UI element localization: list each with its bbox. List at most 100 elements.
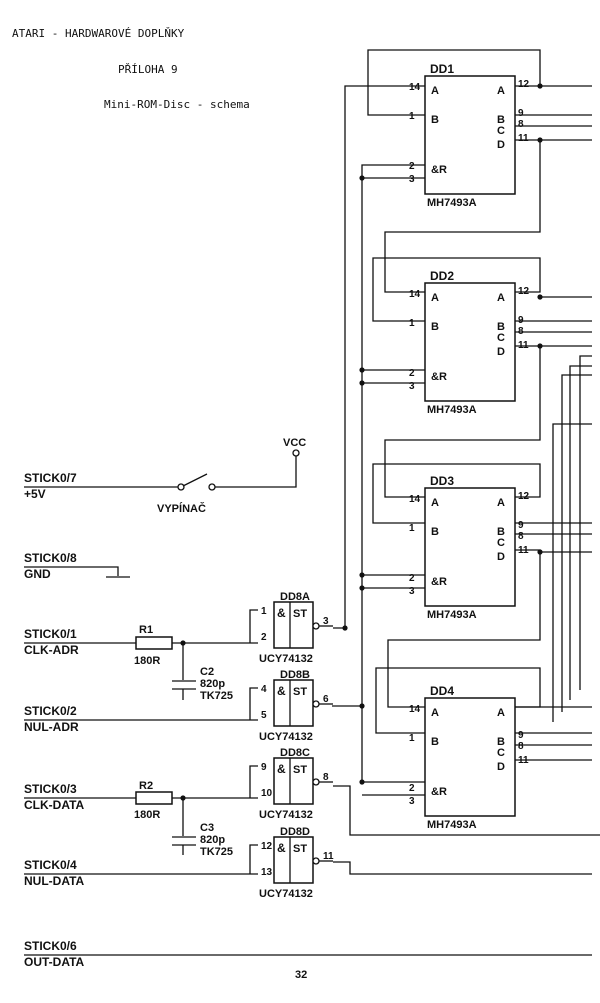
counter-body bbox=[424, 282, 516, 402]
gate-part: UCY74132 bbox=[259, 809, 313, 821]
ground-symbol bbox=[24, 566, 130, 578]
counter-body bbox=[424, 697, 516, 817]
vcc-label: VCC bbox=[283, 437, 306, 449]
power-switch: VCC VYPÍNAČ bbox=[24, 437, 306, 515]
gate-name: DD8C bbox=[280, 747, 310, 759]
counter-input-label: &R bbox=[431, 164, 447, 176]
appendix-label: PŘÍLOHA 9 bbox=[118, 63, 178, 76]
gate-and-symbol: & bbox=[277, 841, 286, 855]
gate-input-ties bbox=[249, 609, 258, 874]
counter-input-label: A bbox=[431, 497, 439, 509]
counter-output-label: C bbox=[497, 125, 505, 137]
counter-part: MH7493A bbox=[427, 197, 477, 209]
gate-name: DD8D bbox=[280, 826, 310, 838]
gate-inverter-bubble bbox=[312, 700, 320, 708]
gate-and-symbol: & bbox=[277, 762, 286, 776]
gate-part: UCY74132 bbox=[259, 653, 313, 665]
counter-pin-label: 14 bbox=[409, 82, 421, 93]
counter-output-label: B bbox=[497, 114, 505, 126]
counter-pin-label: 1 bbox=[409, 523, 415, 534]
document-title: ATARI - HARDWAROVÉ DOPLŇKY bbox=[12, 27, 185, 40]
counter-part: MH7493A bbox=[427, 404, 477, 416]
counter-name: DD3 bbox=[430, 474, 454, 488]
counter-input-label: B bbox=[431, 321, 439, 333]
counter-output-label: C bbox=[497, 332, 505, 344]
connector-pin: STICK0/4 bbox=[24, 858, 77, 872]
gate-name: DD8A bbox=[280, 591, 310, 603]
clk-adr-network: R1 180R C2 820p TK725 bbox=[24, 624, 258, 702]
counter-pin-label: 2 bbox=[409, 368, 415, 379]
counter-pin-label: 9 bbox=[518, 520, 524, 531]
counter-pin-label: 3 bbox=[409, 381, 415, 392]
counter-output-label: D bbox=[497, 346, 505, 358]
connector-labels: STICK0/7+5VSTICK0/8GNDSTICK0/1CLK-ADRSTI… bbox=[24, 471, 85, 969]
gate-pin-label: 6 bbox=[323, 694, 329, 705]
gate-st-symbol: ST bbox=[293, 608, 307, 620]
connector-pin: STICK0/7 bbox=[24, 471, 77, 485]
r2-value: 180R bbox=[134, 809, 160, 821]
gate-pin-label: 8 bbox=[323, 772, 329, 783]
gate-st-symbol: ST bbox=[293, 843, 307, 855]
c2-type: TK725 bbox=[200, 690, 233, 702]
counter-input-label: B bbox=[431, 114, 439, 126]
bus-wires bbox=[332, 49, 600, 875]
gate-pin-label: 13 bbox=[261, 867, 273, 878]
c3-value: 820p bbox=[200, 834, 225, 846]
counter-pin-label: 1 bbox=[409, 111, 415, 122]
counter-output-label: D bbox=[497, 551, 505, 563]
connector-signal: NUL-ADR bbox=[24, 720, 79, 734]
counter-pin-label: 8 bbox=[518, 119, 524, 130]
connector-pin: STICK0/6 bbox=[24, 939, 77, 953]
gate-pin-label: 9 bbox=[261, 762, 267, 773]
connector-signal: NUL-DATA bbox=[24, 874, 85, 888]
resistor-r1 bbox=[135, 636, 173, 650]
schema-caption: Mini-ROM-Disc - schema bbox=[104, 98, 250, 111]
gate-part: UCY74132 bbox=[259, 731, 313, 743]
connector-signal: OUT-DATA bbox=[24, 955, 85, 969]
resistor-r2 bbox=[135, 791, 173, 805]
counter-part: MH7493A bbox=[427, 819, 477, 831]
gate-st-symbol: ST bbox=[293, 686, 307, 698]
gate-body bbox=[273, 757, 314, 805]
r1-value: 180R bbox=[134, 655, 160, 667]
counter-input-label: &R bbox=[431, 576, 447, 588]
connector-signal: +5V bbox=[24, 487, 46, 501]
counter-pin-label: 9 bbox=[518, 108, 524, 119]
r2-name: R2 bbox=[139, 780, 153, 792]
counter-output-label: C bbox=[497, 747, 505, 759]
gate-and-symbol: & bbox=[277, 684, 286, 698]
gate-pin-label: 4 bbox=[261, 684, 267, 695]
counter-input-label: A bbox=[431, 707, 439, 719]
c3-name: C3 bbox=[200, 822, 214, 834]
counter-pin-label: 14 bbox=[409, 289, 421, 300]
counter-output-label: B bbox=[497, 321, 505, 333]
page-number: 32 bbox=[295, 969, 307, 981]
gate-and-symbol: & bbox=[277, 606, 286, 620]
gate-inverter-bubble bbox=[312, 857, 320, 865]
counter-pin-label: 3 bbox=[409, 174, 415, 185]
c2-value: 820p bbox=[200, 678, 225, 690]
connector-signal: GND bbox=[24, 567, 51, 581]
counter-input-label: A bbox=[431, 292, 439, 304]
counter-output-label: A bbox=[497, 292, 505, 304]
connector-signal: CLK-ADR bbox=[24, 643, 79, 657]
connector-pin: STICK0/1 bbox=[24, 627, 77, 641]
counter-output-label: A bbox=[497, 497, 505, 509]
counter-pin-label: 14 bbox=[409, 704, 421, 715]
counter-body bbox=[424, 487, 516, 607]
counter-input-label: &R bbox=[431, 786, 447, 798]
counter-pin-label: 11 bbox=[518, 133, 529, 144]
counter-pin-label: 2 bbox=[409, 783, 415, 794]
gate-part: UCY74132 bbox=[259, 888, 313, 900]
counter-input-label: A bbox=[431, 85, 439, 97]
